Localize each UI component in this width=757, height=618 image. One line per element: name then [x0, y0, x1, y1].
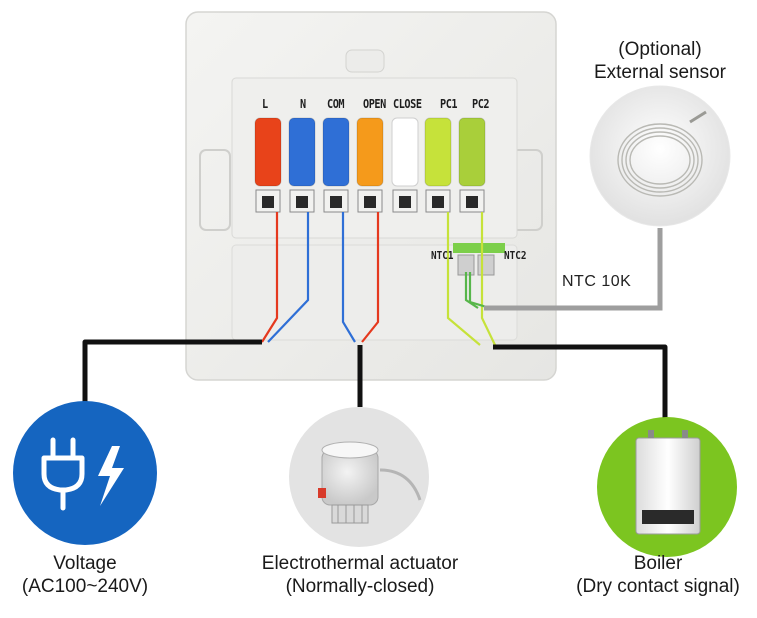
- terminal-lever-pc1: [424, 117, 452, 187]
- actuator-circle: [289, 407, 429, 547]
- boiler-icon: [635, 430, 701, 535]
- plug-icon: [41, 437, 85, 511]
- optional-sensor-label: (Optional) External sensor: [593, 39, 726, 83]
- sensor-wire: [484, 228, 663, 311]
- lightning-icon: [98, 446, 124, 506]
- terminal-hole-pc1: [432, 196, 444, 208]
- terminal-lever-open: [356, 117, 384, 187]
- terminal-lever-pc2: [458, 117, 486, 187]
- terminal-label-open: OPEN: [363, 97, 386, 111]
- sensor-coil-icon: [617, 110, 707, 197]
- terminal-label-n: N: [300, 97, 306, 111]
- terminal-hole-open: [364, 196, 376, 208]
- terminal-label-com: COM: [327, 97, 345, 111]
- terminal-hole-pc2: [466, 196, 478, 208]
- actuator-label: Electrothermal actuator (Normally-closed…: [261, 553, 459, 597]
- ntc2-label: NTC2: [504, 249, 527, 262]
- terminal-hole-n: [296, 196, 308, 208]
- terminal-block: [254, 117, 486, 213]
- terminal-hole-com: [330, 196, 342, 208]
- boiler-label: Boiler (Dry contact signal): [576, 553, 740, 597]
- terminal-label-pc2: PC2: [472, 97, 490, 111]
- ntc1-label: NTC1: [431, 249, 454, 262]
- actuator-icon: [318, 441, 422, 524]
- voltage-label: Voltage (AC100~240V): [21, 553, 149, 597]
- terminal-hole-l: [262, 196, 274, 208]
- terminal-lever-n: [288, 117, 316, 187]
- sensor-circle: [589, 85, 731, 227]
- terminal-label-close: CLOSE: [393, 97, 422, 111]
- internal-wires: [261, 212, 496, 346]
- boiler-circle: [597, 417, 737, 557]
- power-circle: [13, 401, 157, 545]
- terminal-lever-com: [322, 117, 350, 187]
- terminal-label-pc1: PC1: [440, 97, 458, 111]
- terminal-label-l: L: [262, 97, 268, 111]
- terminal-lever-close: [391, 117, 419, 187]
- external-wires: [82, 339, 668, 418]
- terminal-hole-close: [399, 196, 411, 208]
- sensor-spec-label: NTC 10K: [562, 273, 632, 290]
- terminal-lever-l: [254, 117, 282, 187]
